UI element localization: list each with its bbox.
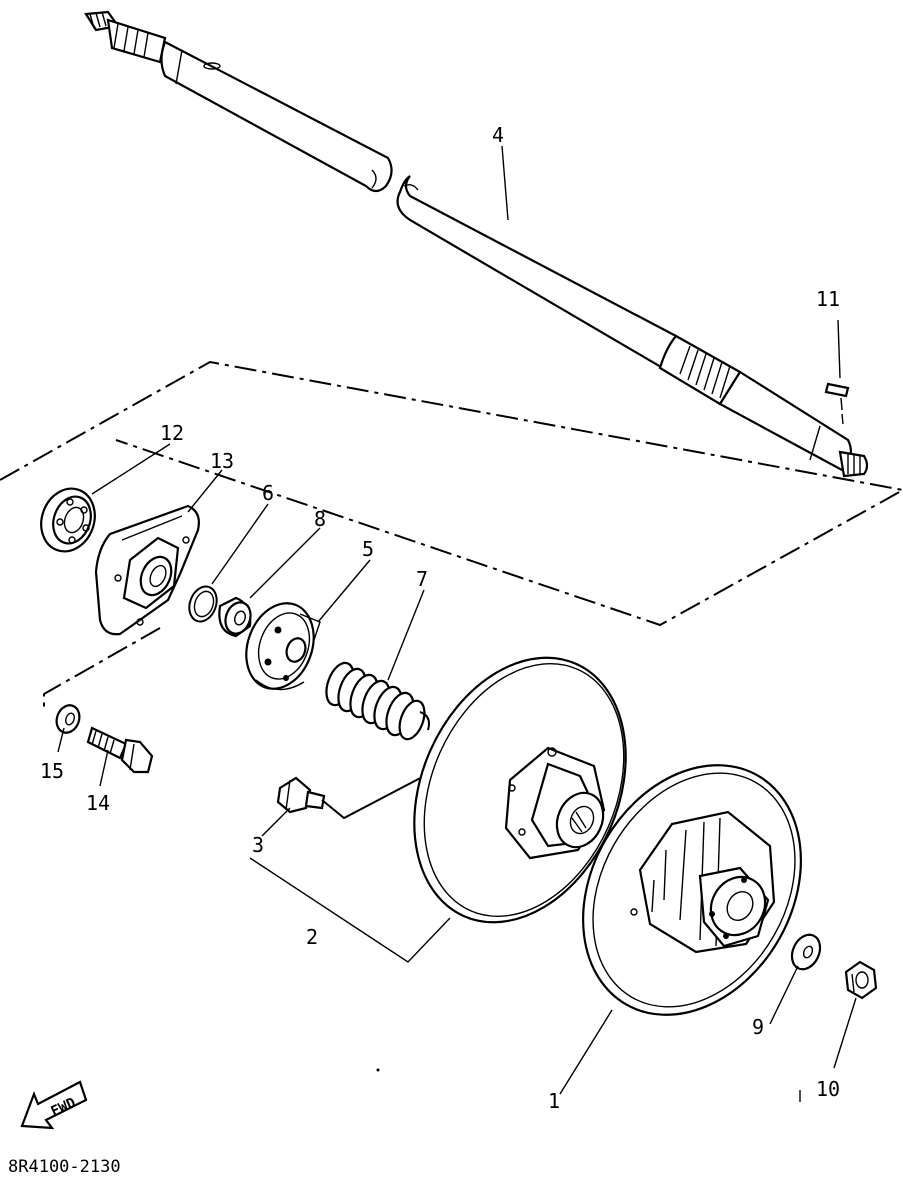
callout-14: 14 (86, 791, 110, 815)
fitting-part-3 (276, 776, 326, 814)
spring-part-7 (325, 661, 430, 741)
spring-seat-part-5 (245, 602, 321, 691)
collar-part-8 (218, 596, 252, 638)
callout-1: 1 (548, 1089, 560, 1113)
callout-7: 7 (416, 567, 428, 591)
callout-10: 10 (816, 1077, 840, 1101)
nut-part-10 (844, 960, 878, 1000)
callout-12: 12 (160, 421, 184, 445)
callout-4: 4 (492, 123, 504, 147)
circlip-part-6 (188, 585, 218, 623)
callout-11: 11 (816, 287, 840, 311)
group-boundary-lower (43, 627, 161, 708)
leader-lines (57, 145, 857, 1095)
callout-3: 3 (252, 833, 264, 857)
callout-9: 9 (752, 1015, 764, 1039)
callout-8: 8 (314, 507, 326, 531)
bracket-part-13 (94, 504, 200, 636)
washer-part-9 (790, 933, 822, 971)
callouts: 4 11 12 13 6 8 5 7 15 14 3 2 9 1 10 (40, 123, 840, 1113)
callout-15: 15 (40, 759, 64, 783)
dot-mark (376, 1068, 380, 1072)
key-part-11 (824, 319, 850, 425)
group-boundary-upper (0, 360, 903, 627)
fixed-sheave-part-2 (413, 656, 627, 924)
shaft-part-4 (84, 10, 869, 478)
drawing-code: 8R4100-2130 (8, 1157, 121, 1177)
callout-6: 6 (262, 481, 274, 505)
bearing-part-12 (40, 487, 96, 553)
leader-part-3-dash (321, 773, 429, 820)
fwd-arrow-icon: FWD (20, 1080, 88, 1130)
bolt-part-14 (86, 726, 154, 774)
callout-5: 5 (362, 537, 374, 561)
callout-13: 13 (210, 449, 234, 473)
callout-2: 2 (306, 925, 318, 949)
movable-sheave-part-1 (582, 764, 802, 1016)
washer-part-15 (55, 704, 81, 734)
